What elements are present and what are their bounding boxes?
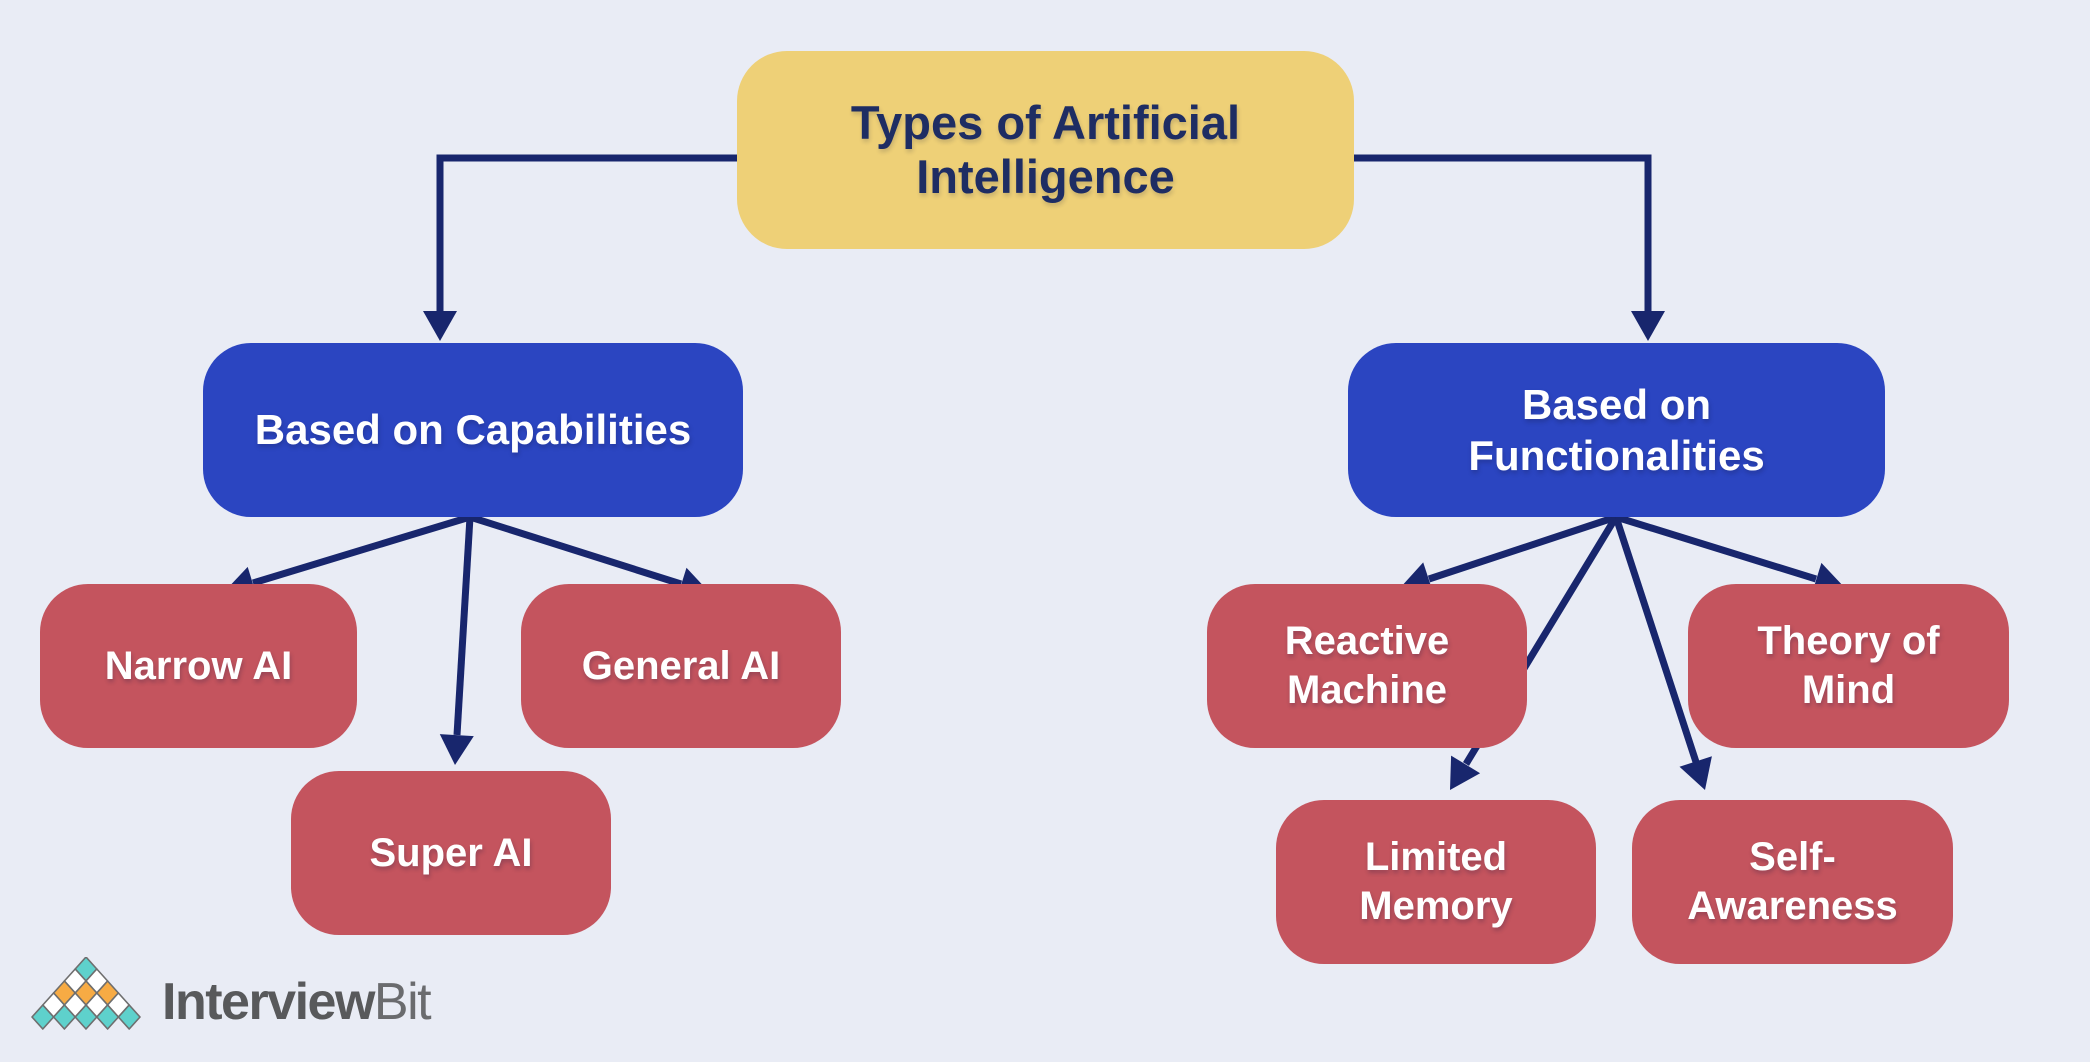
edge-line: [468, 513, 683, 588]
node-limited-memory: Limited Memory: [1276, 800, 1596, 964]
arrowhead-icon: [1450, 755, 1481, 790]
logo-text-interview: Interview: [162, 973, 375, 1031]
logo-wordmark: InterviewBit: [162, 972, 432, 1032]
node-general-ai: General AI: [521, 584, 841, 748]
logo-diamond: [52, 1004, 77, 1030]
edge-line: [251, 513, 472, 587]
arrowhead-icon: [1679, 756, 1712, 790]
node-types-of-artificial-intelligence: Types of Artificial Intelligence: [737, 51, 1354, 249]
logo-diamond: [31, 1004, 55, 1030]
logo-pyramid-icon: [31, 957, 141, 1030]
node-based-on-capabilities: Based on Capabilities: [203, 343, 743, 517]
edge-functionalities-to-self-awareness: [1612, 515, 1712, 790]
edge-root-to-functionalities: [1354, 154, 1665, 341]
arrowhead-icon: [423, 311, 457, 341]
logo-diamond: [117, 1004, 141, 1030]
interviewbit-logo: InterviewBit: [30, 953, 432, 1037]
edge-capabilities-to-super-ai: [439, 516, 474, 765]
node-narrow-ai: Narrow AI: [40, 584, 357, 748]
edge-line: [1612, 515, 1700, 764]
edge-line: [436, 154, 737, 314]
logo-text-bit: Bit: [373, 973, 432, 1031]
node-theory-of-mind: Theory of Mind: [1688, 584, 2009, 748]
node-based-on-functionalities: Based on Functionalities: [1348, 343, 1885, 517]
arrowhead-icon: [1631, 311, 1665, 341]
logo-diamond: [74, 1004, 98, 1030]
edge-line: [1354, 154, 1652, 314]
arrowhead-icon: [439, 734, 474, 765]
edge-line: [453, 516, 474, 736]
node-reactive-machine: Reactive Machine: [1207, 584, 1527, 748]
node-super-ai: Super AI: [291, 771, 611, 935]
logo-diamond: [96, 1004, 120, 1030]
edge-line: [1614, 513, 1818, 583]
edge-root-to-capabilities: [423, 154, 737, 341]
edge-line: [1427, 513, 1618, 583]
node-self-awareness: Self- Awareness: [1632, 800, 1953, 964]
